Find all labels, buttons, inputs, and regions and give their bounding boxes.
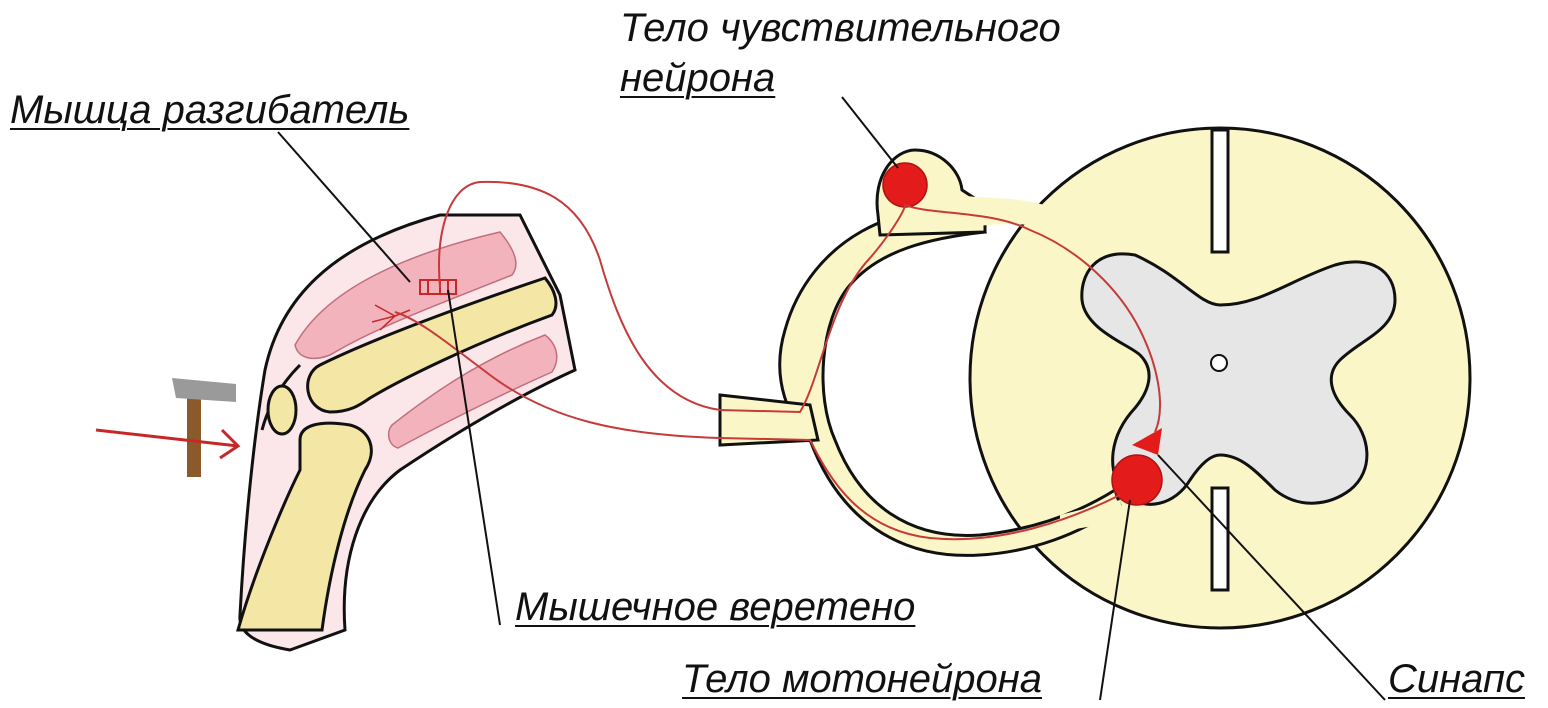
- patella-bone: [268, 386, 296, 434]
- label-extensor-muscle: Мышца разгибатель: [10, 88, 409, 132]
- label-motoneuron-body: Тело мотонейрона: [682, 657, 1042, 701]
- dorsal-fissure: [1212, 130, 1228, 252]
- label-synapse: Синапс: [1388, 657, 1525, 701]
- label-muscle-spindle: Мышечное веретено: [515, 585, 915, 629]
- sensory-neuron-body: [883, 163, 927, 207]
- leader-sensory-body: [842, 97, 898, 168]
- ventral-fissure: [1212, 488, 1228, 590]
- spinal-cord: [970, 128, 1470, 628]
- label-sensory-body-line2: нейрона: [620, 56, 775, 100]
- label-sensory-body-line1: Тело чувствительного: [620, 6, 1061, 50]
- tap-arrow-icon: [96, 430, 238, 458]
- motor-neuron-body: [1112, 455, 1162, 505]
- reflex-hammer-icon: [172, 378, 236, 477]
- central-canal: [1211, 355, 1227, 371]
